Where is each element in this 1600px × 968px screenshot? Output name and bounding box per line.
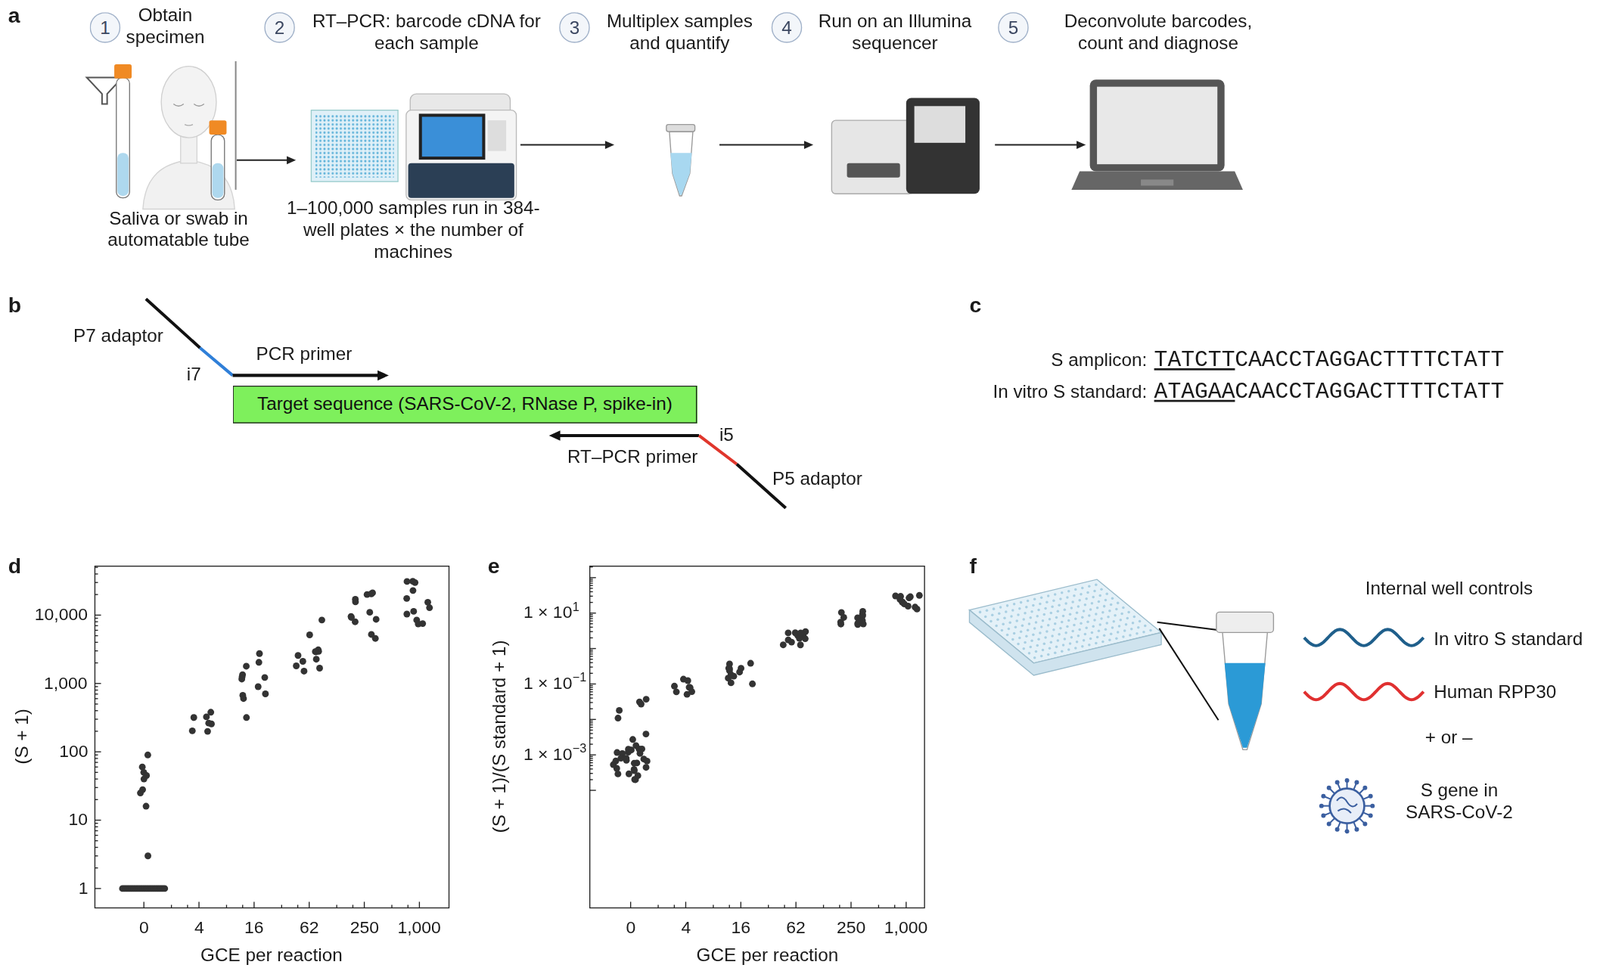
saliva-tube <box>86 64 132 199</box>
well-plate <box>310 110 398 182</box>
step-number: 5 <box>1008 16 1020 38</box>
box-label: Target sequence (SARS-CoV-2, RNase P, sp… <box>257 394 673 416</box>
tick-label: 1 × 10 <box>523 673 572 695</box>
virus-icon <box>1319 778 1375 834</box>
primer-diagram <box>146 298 787 509</box>
step-number-circle: 3 <box>559 12 590 43</box>
part-label: PCR primer <box>256 344 353 367</box>
well-tube <box>1216 612 1274 750</box>
panel-letter: a <box>8 1 21 28</box>
step-number: 2 <box>274 16 286 38</box>
panel-letter: c <box>969 291 982 317</box>
step-number-circle: 1 <box>90 12 121 43</box>
tick-label: 250 <box>836 918 866 940</box>
microtube <box>666 124 696 196</box>
step-title: Obtain specimen <box>116 4 214 49</box>
control-label: Human RPP30 <box>1433 681 1557 704</box>
tick-label: 1 × 10 <box>523 602 572 625</box>
part-label: RT–PCR primer <box>567 447 698 470</box>
sequence: CAACCTAGGACTTTTCTATT <box>1234 379 1504 407</box>
pcr-machine <box>406 93 517 200</box>
tick-label: 62 <box>299 918 320 940</box>
axis-title: GCE per reaction <box>200 944 343 967</box>
axis-title: (S + 1) <box>11 708 34 765</box>
step-number-circle: 5 <box>997 12 1029 43</box>
tick-label: 16 <box>730 918 751 940</box>
flow-arrows <box>236 140 1086 165</box>
panel-letter: d <box>8 552 22 578</box>
plate-illustration <box>969 579 1221 721</box>
sequence: CAACCTAGGACTTTTCTATT <box>1234 347 1504 376</box>
control-label: S gene in SARS-CoV-2 <box>1392 779 1526 824</box>
panel-letter: b <box>8 291 22 317</box>
rna-wave <box>1304 683 1424 700</box>
tick-label: 62 <box>786 918 806 940</box>
tick-label: 0 <box>139 918 150 940</box>
part-label: P7 adaptor <box>73 325 164 348</box>
legend-heading: Internal well controls <box>1365 578 1533 601</box>
sequence-name: In vitro S standard: <box>992 381 1147 404</box>
tick-label: 4 <box>194 918 205 940</box>
tick-exponent: −1 <box>572 670 587 685</box>
panel-letter: e <box>487 552 501 578</box>
step-title: Run on an Illumina sequencer <box>803 10 988 55</box>
step-number-circle: 4 <box>771 12 802 43</box>
tick-exponent: −3 <box>572 742 587 757</box>
step-title: Deconvolute barcodes, count and diagnose <box>1046 10 1271 55</box>
tick-label: 10 <box>68 810 88 832</box>
tick-label: 16 <box>244 918 265 940</box>
sequence-name: S amplicon: <box>1050 350 1147 373</box>
laptop <box>1071 79 1243 190</box>
tick-label: 1 <box>78 878 89 900</box>
axis-title: GCE per reaction <box>696 944 839 967</box>
tick-label: 250 <box>350 918 380 940</box>
step-number: 1 <box>99 16 111 38</box>
rna-wave <box>1304 629 1424 646</box>
step-number-circle: 2 <box>264 12 295 43</box>
tick-label: 1,000 <box>397 918 441 940</box>
tick-exponent: 1 <box>572 599 580 615</box>
step-number: 4 <box>781 16 793 38</box>
caption: Saliva or swab in automatable tube <box>81 208 276 252</box>
person-illustration <box>142 66 235 210</box>
tick-label: 100 <box>59 742 88 764</box>
part-label: P5 adaptor <box>772 468 863 491</box>
panel-letter: f <box>969 552 976 578</box>
tick-label: 1,000 <box>43 673 87 695</box>
swab-tube <box>209 61 237 200</box>
tick-label: 1,000 <box>884 918 928 940</box>
sequencer <box>831 97 980 194</box>
sequence-barcode: TATCTT <box>1154 347 1236 376</box>
index-label: i5 <box>719 424 734 447</box>
sequence-barcode: ATAGAA <box>1154 379 1236 407</box>
step-number: 3 <box>569 16 581 38</box>
control-label: + or – <box>1425 727 1473 750</box>
tick-label: 4 <box>680 918 691 940</box>
scatter-plot <box>590 566 925 909</box>
tick-label: 0 <box>626 918 637 940</box>
step-title: RT–PCR: barcode cDNA for each sample <box>304 10 550 55</box>
index-label: i7 <box>186 364 202 387</box>
target-sequence-box: Target sequence (SARS-CoV-2, RNase P, sp… <box>233 385 698 424</box>
control-label: In vitro S standard <box>1433 628 1583 651</box>
caption: 1–100,000 samples run in 384-well plates… <box>275 197 551 264</box>
tick-label: 1 × 10 <box>523 745 572 767</box>
scatter-plot <box>94 566 449 909</box>
step-title: Multiplex samples and quantify <box>590 10 769 55</box>
tick-label: 10,000 <box>34 605 88 627</box>
axis-title: (S + 1)/(S standard + 1) <box>488 640 511 833</box>
